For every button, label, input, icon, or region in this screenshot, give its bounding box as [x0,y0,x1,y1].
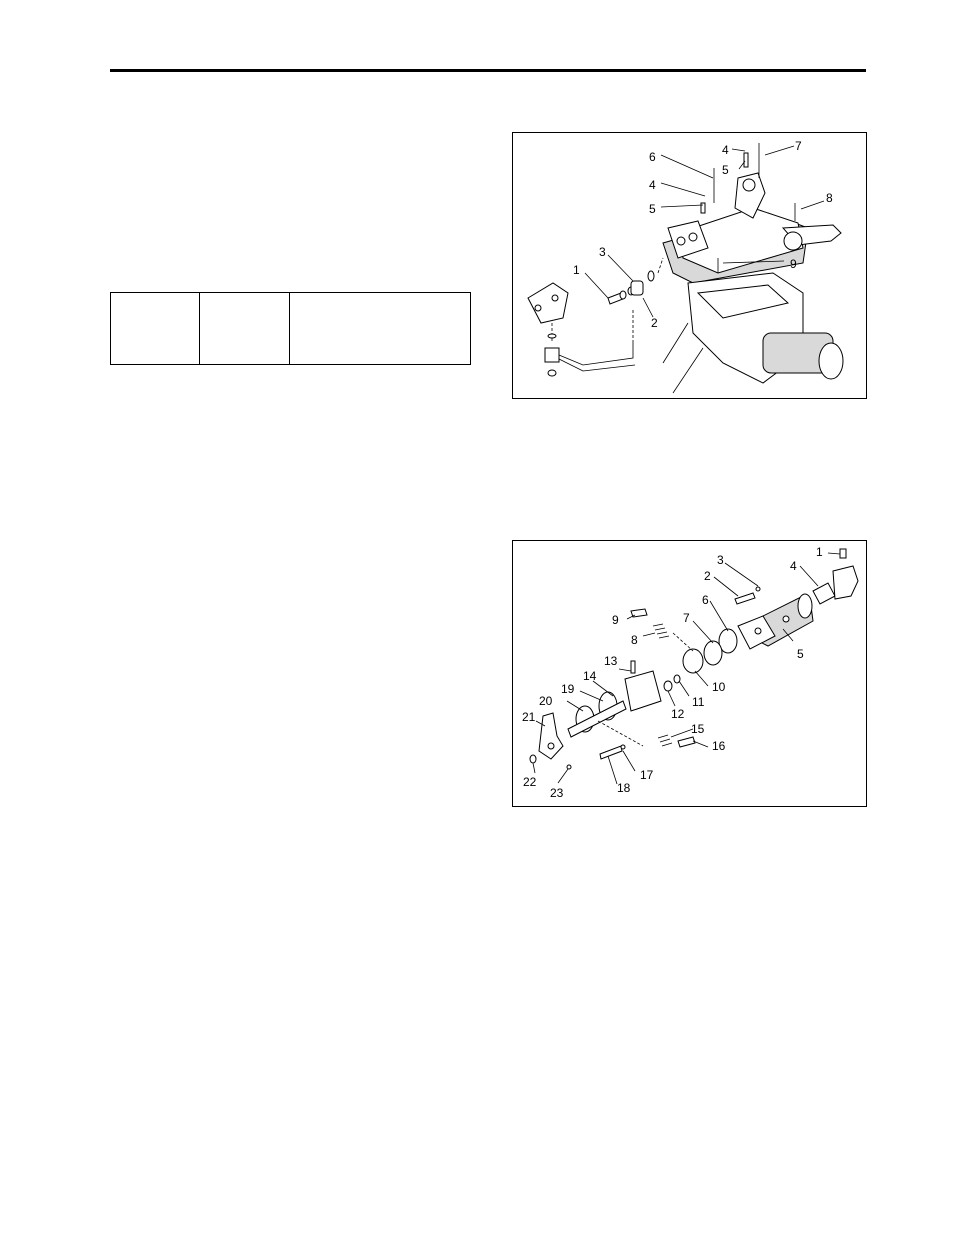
callout-4: 4 [722,143,729,157]
callout-3: 3 [717,553,724,567]
callout-21: 21 [522,710,536,724]
spec-table [110,292,471,365]
callout-20: 20 [539,694,553,708]
callout-4: 4 [790,559,797,573]
callout-8: 8 [631,633,638,647]
callout-22: 22 [523,775,537,789]
lift-cover-exploded-diagram: 1 2 3 4 4 5 5 6 7 8 9 [512,132,867,399]
callout-9: 9 [790,257,797,271]
callout-5: 5 [722,163,729,177]
callout-8: 8 [826,191,833,205]
callout-5: 5 [797,647,804,661]
callout-9: 9 [612,613,619,627]
callout-12: 12 [671,707,685,721]
shaft-assembly-exploded-diagram: 1 2 3 4 5 6 7 8 9 10 11 12 13 14 15 16 1… [512,540,867,807]
callout-6: 6 [702,593,709,607]
lift-cover-illustration: 1 2 3 4 4 5 5 6 7 8 9 [527,139,844,394]
callout-7: 7 [795,139,802,153]
callout-16: 16 [712,739,726,753]
table-cell [289,292,471,365]
callout-1: 1 [816,545,823,559]
callout-19: 19 [561,682,575,696]
shaft-assembly-illustration: 1 2 3 4 5 6 7 8 9 10 11 12 13 14 15 16 1… [522,545,859,800]
table-cell [199,292,290,365]
callout-2: 2 [651,316,658,330]
callout-4: 4 [649,178,656,192]
callout-15: 15 [691,722,705,736]
callout-7: 7 [683,611,690,625]
callout-23: 23 [550,786,564,800]
callout-11: 11 [692,695,705,709]
callout-14: 14 [583,669,597,683]
callout-18: 18 [617,781,631,795]
header-rule [110,69,866,72]
callout-6: 6 [649,150,656,164]
callout-13: 13 [604,654,618,668]
callout-17: 17 [640,768,654,782]
callout-2: 2 [704,569,711,583]
callout-5: 5 [649,202,656,216]
callout-3: 3 [599,245,606,259]
table-cell [110,292,200,365]
callout-10: 10 [712,680,726,694]
callout-1: 1 [573,263,580,277]
table-row [110,292,471,365]
